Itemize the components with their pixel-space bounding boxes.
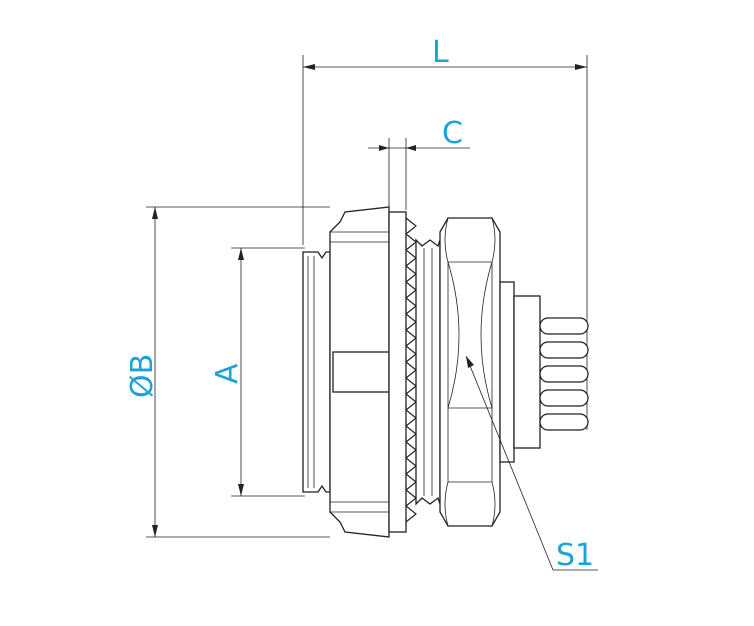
dimension-l-label: L: [432, 35, 449, 70]
dimension-c-label: C: [442, 116, 463, 151]
dimension-b-label: ØB: [125, 354, 160, 398]
dimension-c: C: [368, 116, 470, 210]
dimension-a: A: [210, 247, 305, 497]
dimension-s1: S1: [465, 355, 598, 573]
dimension-a-label: A: [210, 363, 245, 384]
dimension-l: L: [302, 35, 588, 430]
contact-pins: [539, 317, 589, 431]
dimension-s1-label: S1: [556, 538, 594, 573]
connector-body: [302, 206, 589, 538]
dimension-b: ØB: [125, 206, 330, 538]
